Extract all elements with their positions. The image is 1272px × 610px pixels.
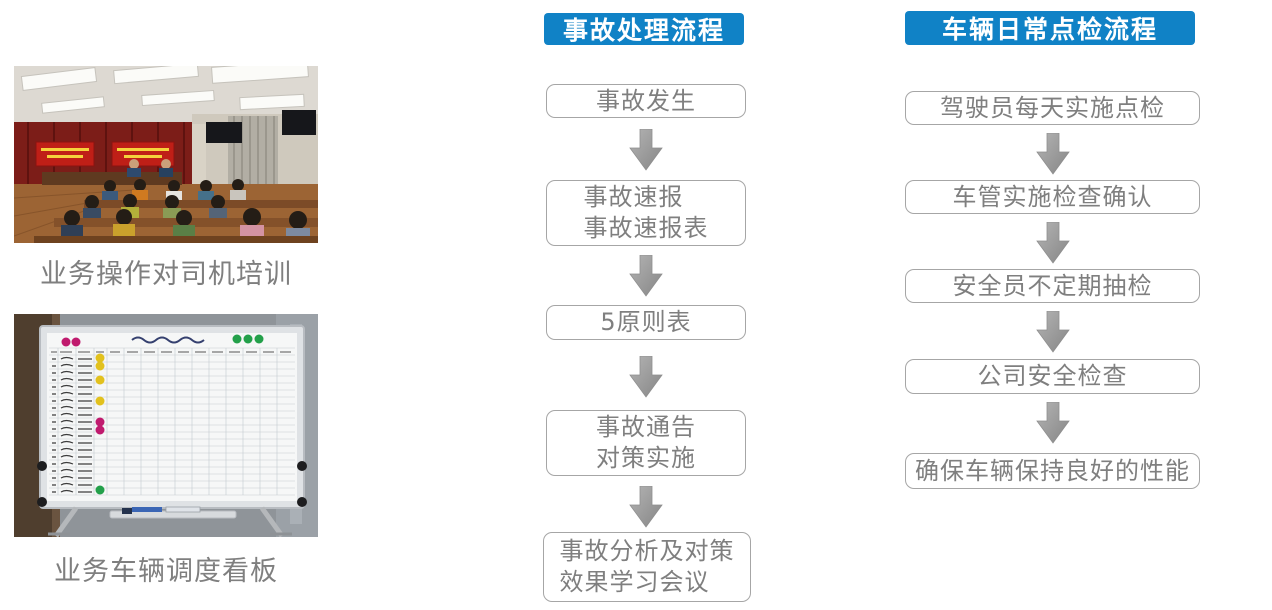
down-arrow-icon bbox=[1036, 402, 1070, 444]
down-arrow-icon bbox=[1036, 222, 1070, 264]
photo-caption-training: 业务操作对司机培训 bbox=[40, 259, 292, 290]
step-label: 5原则表 bbox=[600, 308, 692, 336]
step-label: 安全员不定期抽检 bbox=[952, 271, 1153, 300]
flow-step-company-safety-check: 公司安全检查 bbox=[905, 359, 1200, 394]
step-label: 事故分析及对策 效果学习会议 bbox=[559, 537, 735, 596]
flow-step-driver-daily-check: 驾驶员每天实施点检 bbox=[905, 91, 1200, 125]
down-arrow-icon bbox=[1036, 133, 1070, 175]
flow-step-five-principles: 5原则表 bbox=[546, 305, 746, 340]
down-arrow-icon bbox=[629, 356, 663, 398]
step-label: 事故通告 对策实施 bbox=[596, 413, 696, 472]
step-label: 车管实施检查确认 bbox=[952, 182, 1153, 211]
down-arrow-icon bbox=[629, 129, 663, 171]
down-arrow-icon bbox=[1036, 311, 1070, 353]
flow-step-analysis-meeting: 事故分析及对策 效果学习会议 bbox=[543, 532, 751, 602]
down-arrow-icon bbox=[629, 255, 663, 297]
flow-step-fleet-confirm: 车管实施检查确认 bbox=[905, 180, 1200, 214]
flow-step-safety-spot-check: 安全员不定期抽检 bbox=[905, 269, 1200, 303]
step-label: 事故发生 bbox=[596, 86, 696, 115]
step-label: 驾驶员每天实施点检 bbox=[940, 93, 1165, 122]
dispatch-board-photo bbox=[14, 314, 318, 537]
step-label: 确保车辆保持良好的性能 bbox=[915, 456, 1190, 485]
training-room-illustration bbox=[14, 66, 318, 243]
step-label: 公司安全检查 bbox=[977, 362, 1128, 390]
flow-step-notice-countermeasure: 事故通告 对策实施 bbox=[546, 410, 746, 476]
flow-step-ensure-performance: 确保车辆保持良好的性能 bbox=[905, 453, 1200, 489]
flow-title-inspection: 车辆日常点检流程 bbox=[905, 11, 1195, 45]
flow-title-accident: 事故处理流程 bbox=[544, 13, 744, 45]
driver-training-photo bbox=[14, 66, 318, 243]
flow-step-accident-report: 事故速报 事故速报表 bbox=[546, 180, 746, 246]
down-arrow-icon bbox=[629, 486, 663, 528]
photo-caption-dispatch: 业务车辆调度看板 bbox=[54, 556, 278, 587]
step-label: 事故速报 事故速报表 bbox=[583, 183, 709, 242]
dispatch-board-illustration bbox=[14, 314, 318, 537]
flow-step-accident-occur: 事故发生 bbox=[546, 84, 746, 118]
